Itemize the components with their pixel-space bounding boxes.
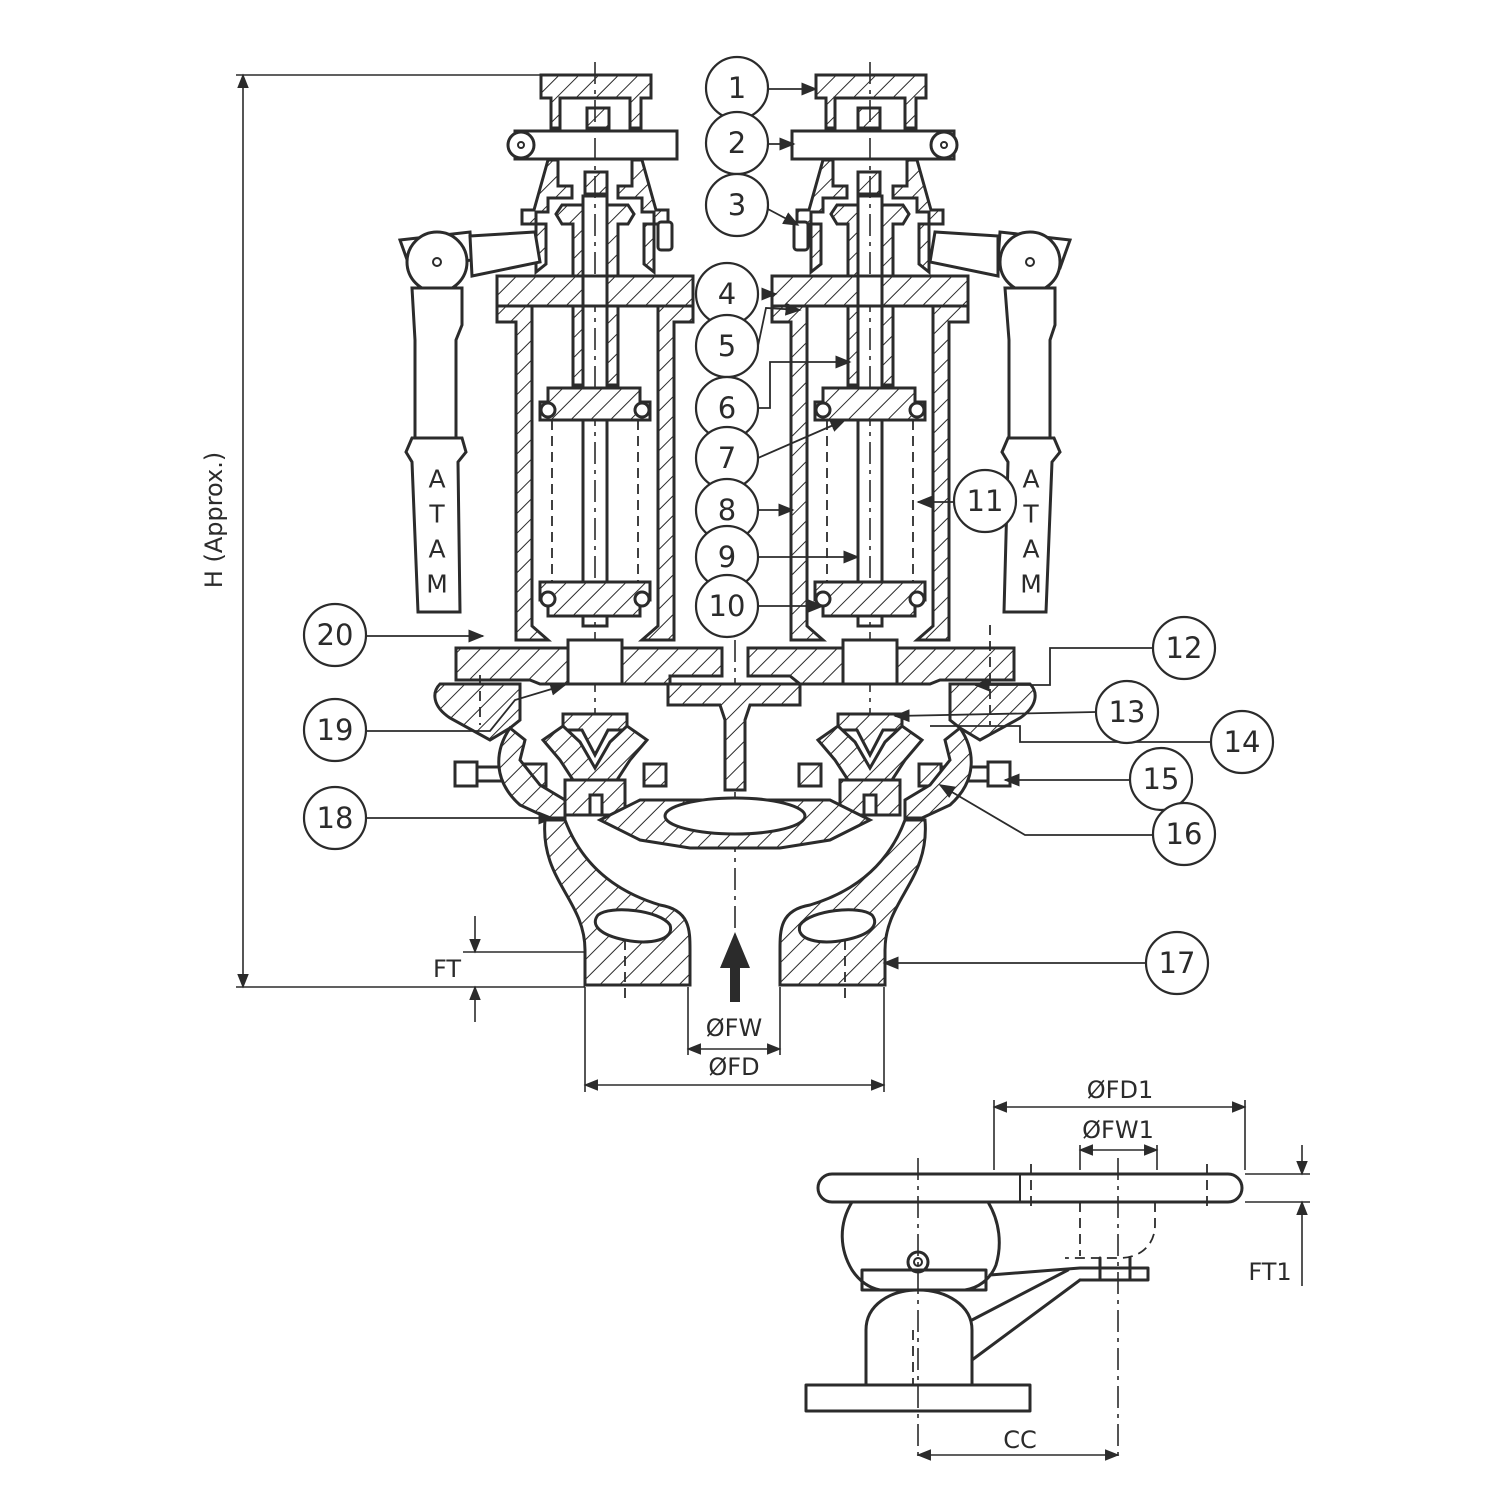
handle-mark-letter: A xyxy=(1022,535,1039,564)
handle-mark-letter: T xyxy=(428,500,445,529)
callout-19: 19 xyxy=(302,697,368,763)
callout-12: 12 xyxy=(1151,615,1217,681)
callout-number: 5 xyxy=(718,329,736,363)
callout-bubbles: 1 2 3 4 5 6 7 8 9 10 11 12 13 14 15 16 1… xyxy=(302,55,1275,996)
callout-5: 5 xyxy=(694,313,760,379)
side-view-dimensions: ØFD1 ØFW1 FT1 CC xyxy=(916,1076,1310,1461)
dimension-ft-label: FT xyxy=(433,955,461,983)
callout-number: 17 xyxy=(1159,946,1196,980)
callout-number: 3 xyxy=(728,188,746,222)
callout-number: 10 xyxy=(709,589,746,623)
callout-number: 9 xyxy=(718,540,736,574)
dimension-fw1-label: ØFW1 xyxy=(1082,1116,1154,1144)
callout-16: 16 xyxy=(1151,801,1217,867)
callout-number: 7 xyxy=(718,441,736,475)
callout-leaders xyxy=(366,82,1211,970)
dimension-fd-label: ØFD xyxy=(708,1053,759,1081)
left-valve-unit: A T A M xyxy=(397,62,695,817)
callout-number: 16 xyxy=(1166,817,1203,851)
right-valve-unit: A T A M xyxy=(770,62,1073,817)
lower-body xyxy=(433,625,1037,1000)
callout-number: 4 xyxy=(718,277,736,311)
dimension-cc-label: CC xyxy=(1003,1426,1037,1454)
callout-number: 19 xyxy=(317,713,354,747)
handle-mark-letter: A xyxy=(428,465,445,494)
callout-number: 14 xyxy=(1224,725,1261,759)
handle-mark-letter: A xyxy=(1022,465,1039,494)
callout-1: 1 xyxy=(704,55,770,121)
callout-number: 12 xyxy=(1166,631,1203,665)
callout-15: 15 xyxy=(1128,746,1194,812)
callout-number: 1 xyxy=(728,71,746,105)
callout-14: 14 xyxy=(1209,709,1275,775)
callout-number: 6 xyxy=(718,391,736,425)
callout-2: 2 xyxy=(704,110,770,176)
callout-18: 18 xyxy=(302,785,368,851)
callout-4: 4 xyxy=(694,261,760,327)
callout-number: 8 xyxy=(718,493,736,527)
main-dimensions: H (Approx.) FT ØFW ØFD xyxy=(200,73,886,1092)
handle-mark-letter: M xyxy=(426,570,448,599)
callout-number: 13 xyxy=(1109,695,1146,729)
callout-number: 11 xyxy=(967,484,1004,518)
side-view: ØFD1 ØFW1 FT1 CC xyxy=(804,1076,1310,1462)
callout-number: 18 xyxy=(317,801,354,835)
handle-mark-letter: A xyxy=(428,535,445,564)
dimension-fd1-label: ØFD1 xyxy=(1087,1076,1153,1104)
callout-number: 20 xyxy=(317,618,354,652)
callout-7: 7 xyxy=(694,425,760,491)
main-sectional-view: A T A M xyxy=(200,62,1073,1092)
dimension-ft1-label: FT1 xyxy=(1248,1258,1291,1286)
callout-number: 2 xyxy=(728,126,746,160)
callout-9: 9 xyxy=(694,524,760,590)
dimension-h-label: H (Approx.) xyxy=(200,452,228,588)
flow-direction-arrow xyxy=(720,932,750,1002)
callout-6: 6 xyxy=(694,375,760,441)
callout-11: 11 xyxy=(952,468,1018,534)
callout-number: 15 xyxy=(1143,762,1180,796)
handle-mark-letter: M xyxy=(1020,570,1042,599)
callout-3: 3 xyxy=(704,172,770,238)
handle-mark-letter: T xyxy=(1022,500,1039,529)
dimension-fw-label: ØFW xyxy=(706,1014,762,1042)
callout-13: 13 xyxy=(1094,679,1160,745)
callout-10: 10 xyxy=(694,573,760,639)
callout-17: 17 xyxy=(1144,930,1210,996)
callout-20: 20 xyxy=(302,602,368,668)
